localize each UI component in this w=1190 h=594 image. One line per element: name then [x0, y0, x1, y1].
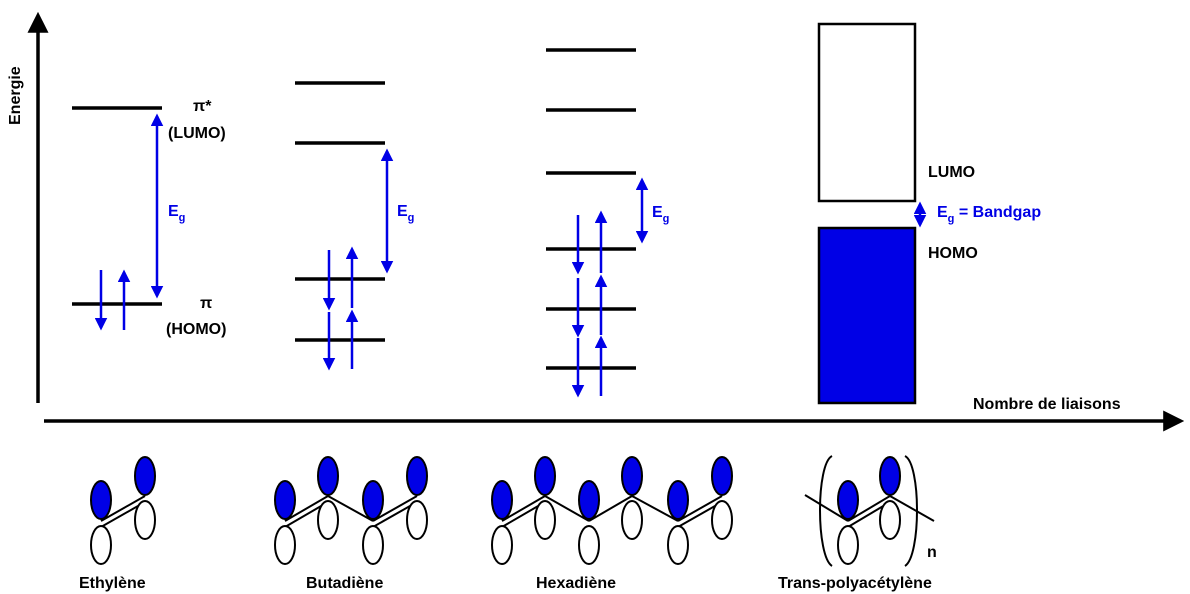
ethylene-homo-label: (HOMO): [166, 321, 226, 338]
butadiene-name: Butadiène: [306, 575, 383, 592]
left-bracket: [819, 455, 833, 567]
p-orbital-lobe-filled: [879, 456, 901, 496]
single-bond: [327, 495, 374, 522]
lumo-band: [817, 22, 917, 203]
double-bond: [501, 495, 546, 522]
ethylene-levels: Eg π* (LUMO) π (HOMO): [72, 98, 226, 338]
p-orbital-lobe-filled: [134, 456, 156, 496]
ethylene-lumo-symbol: π*: [193, 98, 212, 115]
ethylene-name: Ethylène: [79, 575, 146, 592]
polyacetylene-name: Trans-polyacétylène: [778, 575, 932, 592]
polyacetylene-molecule: [804, 455, 935, 567]
repeat-unit-subscript: n: [927, 544, 937, 561]
p-orbital-lobe-empty: [711, 500, 733, 540]
chain-bond: [889, 495, 935, 522]
p-orbital-lobe-filled: [317, 456, 339, 496]
double-bond: [284, 495, 329, 522]
p-orbital-lobe-empty: [534, 500, 556, 540]
p-orbital-lobe-filled: [534, 456, 556, 496]
ethylene-molecule: [90, 456, 156, 565]
p-orbital-lobe-empty: [134, 500, 156, 540]
p-orbital-lobe-filled: [837, 480, 859, 520]
ethylene-gap-label: Eg: [168, 203, 185, 224]
butadiene-gap-label: Eg: [397, 203, 414, 224]
butadiene-levels: Eg: [295, 81, 414, 371]
p-orbital-lobe-empty: [578, 525, 600, 565]
p-orbital-lobe-filled: [491, 480, 513, 520]
p-orbital-lobe-filled: [621, 456, 643, 496]
p-orbital-lobe-filled: [667, 480, 689, 520]
p-orbital-lobe-filled: [406, 456, 428, 496]
p-orbital-lobe-empty: [879, 500, 901, 540]
hexadiene-name: Hexadiène: [536, 575, 616, 592]
bandgap-label: Eg = Bandgap: [937, 204, 1041, 225]
butadiene-molecule: [274, 456, 428, 565]
homo-band: [817, 226, 917, 405]
p-orbital-lobe-empty: [90, 525, 112, 565]
p-orbital-lobe-filled: [274, 480, 296, 520]
single-bond: [631, 495, 679, 522]
homo-band-label: HOMO: [928, 245, 978, 262]
double-bond: [372, 495, 418, 522]
double-bond: [677, 495, 723, 522]
hexadiene-molecule: [491, 456, 733, 565]
p-orbital-lobe-filled: [711, 456, 733, 496]
p-orbital-lobe-empty: [491, 525, 513, 565]
single-bond: [588, 495, 633, 522]
energy-axis-label: Energie: [7, 66, 24, 125]
p-orbital-lobe-filled: [362, 480, 384, 520]
p-orbital-lobe-empty: [621, 500, 643, 540]
double-bond: [100, 495, 146, 522]
single-bond: [544, 495, 590, 522]
bonds-axis-label: Nombre de liaisons: [973, 396, 1121, 413]
p-orbital-lobe-empty: [667, 525, 689, 565]
p-orbital-lobe-empty: [837, 525, 859, 565]
double-bond: [847, 495, 891, 522]
chain-bond: [804, 494, 849, 522]
p-orbital-lobe-empty: [317, 500, 339, 540]
lumo-band-label: LUMO: [928, 164, 975, 181]
hexadiene-gap-label: Eg: [652, 204, 669, 225]
p-orbital-lobe-empty: [362, 525, 384, 565]
ethylene-lumo-label: (LUMO): [168, 125, 226, 142]
hexadiene-levels: Eg: [546, 48, 669, 398]
polyacetylene-bands: LUMO Eg = Bandgap HOMO: [817, 22, 1041, 405]
ethylene-homo-symbol: π: [200, 295, 212, 312]
p-orbital-lobe-filled: [578, 480, 600, 520]
p-orbital-lobe-empty: [274, 525, 296, 565]
p-orbital-lobe-empty: [406, 500, 428, 540]
p-orbital-lobe-filled: [90, 480, 112, 520]
